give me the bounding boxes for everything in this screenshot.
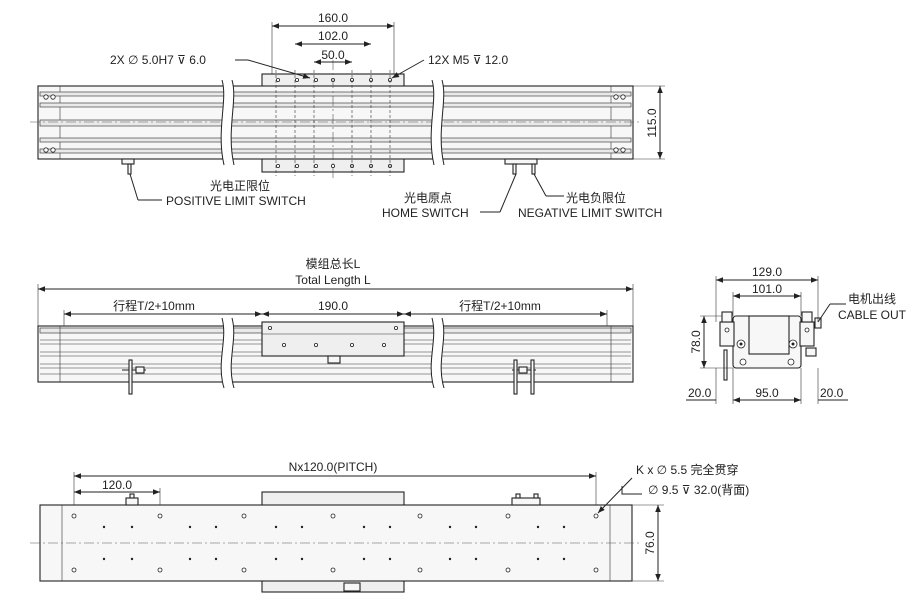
dim-102: 102.0 xyxy=(318,29,348,43)
negative-switch-cn: 光电负限位 xyxy=(566,190,626,205)
top-dimensions: 160.0 102.0 50.0 2X ∅ 5.0H7 ⊽ 6.0 12X M5… xyxy=(110,11,665,160)
dim-20-right: 20.0 xyxy=(820,386,844,400)
tapped-hole-callout: 12X M5 ⊽ 12.0 xyxy=(428,53,508,67)
stroke-right: 行程T/2+10mm xyxy=(459,298,541,313)
dim-20-left: 20.0 xyxy=(688,386,712,400)
limit-sensors xyxy=(121,158,538,175)
thru-hole-callout: K x ∅ 5.5 完全贯穿 xyxy=(636,462,738,477)
dim-120: 120.0 xyxy=(102,478,132,492)
dim-160: 160.0 xyxy=(318,11,348,25)
carriage-bottom-top xyxy=(261,491,405,507)
positive-switch-cn: 光电正限位 xyxy=(210,178,270,193)
dim-pitch: Nx120.0(PITCH) xyxy=(289,460,378,474)
top-view: 160.0 102.0 50.0 2X ∅ 5.0H7 ⊽ 6.0 12X M5… xyxy=(30,11,665,220)
dim-190: 190.0 xyxy=(318,299,348,313)
home-switch-cn: 光电原点 xyxy=(404,191,452,205)
bottom-holes xyxy=(71,513,599,573)
dim-115: 115.0 xyxy=(645,108,659,137)
side-sensors xyxy=(122,359,536,395)
switch-labels: 光电正限位 POSITIVE LIMIT SWITCH 光电原点 HOME SW… xyxy=(129,173,662,220)
total-length-en: Total Length L xyxy=(295,273,371,287)
end-view: 129.0 101.0 78.0 20.0 95.0 20.0 电机出线 CAB… xyxy=(686,265,907,404)
dim-78: 78.0 xyxy=(689,330,703,354)
pin-hole-callout: 2X ∅ 5.0H7 ⊽ 6.0 xyxy=(110,53,206,67)
counterbore-callout: ∅ 9.5 ⊽ 32.0(背面) xyxy=(648,483,749,497)
cable-out-cn: 电机出线 xyxy=(848,292,896,306)
stroke-left: 行程T/2+10mm xyxy=(113,298,195,313)
total-length-cn: 模组总长L xyxy=(306,257,361,271)
home-switch-en: HOME SWITCH xyxy=(382,206,469,220)
side-view: 模组总长L Total Length L 行程T/2+10mm 190.0 行程… xyxy=(37,257,634,395)
dim-101: 101.0 xyxy=(752,282,782,296)
cable-out-en: CABLE OUT xyxy=(838,308,907,322)
negative-switch-en: NEGATIVE LIMIT SWITCH xyxy=(518,206,662,220)
bottom-dimensions: Nx120.0(PITCH) 120.0 76.0 K x ∅ 5.5 完全贯穿… xyxy=(73,460,749,582)
carriage-side xyxy=(261,321,405,357)
bottom-view: Nx120.0(PITCH) 120.0 76.0 K x ∅ 5.5 完全贯穿… xyxy=(30,460,749,593)
dim-50: 50.0 xyxy=(321,48,345,62)
side-dimensions: 模组总长L Total Length L 行程T/2+10mm 190.0 行程… xyxy=(37,257,634,326)
carriage-holes xyxy=(275,78,392,168)
end-screws xyxy=(43,94,626,153)
hole-centerlines xyxy=(275,60,391,180)
dim-129: 129.0 xyxy=(752,265,782,279)
dim-95: 95.0 xyxy=(755,386,779,400)
end-dimensions: 129.0 101.0 78.0 20.0 95.0 20.0 电机出线 CAB… xyxy=(686,265,907,404)
dim-76: 76.0 xyxy=(643,531,657,555)
positive-switch-en: POSITIVE LIMIT SWITCH xyxy=(166,194,306,208)
